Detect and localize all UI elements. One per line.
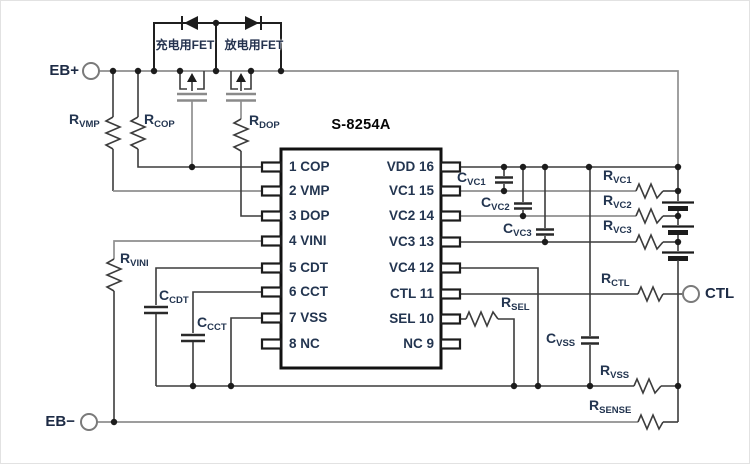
label-rdop: RDOP <box>249 112 280 131</box>
charge-fet-symbol <box>177 71 207 167</box>
charge-fet-label: 充电用FET <box>155 38 215 52</box>
battery-cell-1 <box>662 201 694 211</box>
pin-label-sel: SEL 10 <box>389 311 434 326</box>
pin-label-cop: 1 COP <box>289 159 330 174</box>
vc1-network <box>460 167 678 201</box>
ctl-terminal-icon <box>682 285 700 303</box>
capacitor-ccdt <box>144 267 262 386</box>
pin-label-vc4: VC4 12 <box>388 260 434 275</box>
sel-network <box>460 309 515 386</box>
eb-minus-label: EB− <box>45 413 75 430</box>
pin-label-vmp: 2 VMP <box>289 183 330 198</box>
pin-label-vss: 7 VSS <box>289 310 328 325</box>
eb-plus-rail-wire <box>99 70 679 167</box>
eb-minus-terminal-icon <box>80 413 98 431</box>
resistor-rvmp <box>103 71 262 192</box>
label-cvss: CVSS <box>546 330 576 349</box>
pin-label-vc2: VC2 14 <box>388 208 434 223</box>
capacitor-ccct <box>181 291 262 386</box>
battery-stack <box>662 167 694 422</box>
label-rvini: RVINI <box>120 250 149 269</box>
pin-label-nc8: 8 NC <box>289 336 320 351</box>
eb-plus-terminal-icon <box>82 62 100 80</box>
ic-package <box>260 147 462 370</box>
pin-label-ctl: CTL 11 <box>389 286 434 301</box>
label-rvss: RVSS <box>600 362 630 381</box>
label-rsense: RSENSE <box>589 397 632 416</box>
label-cvc2: CVC2 <box>481 194 510 213</box>
pin-label-vdd: VDD 16 <box>386 159 434 174</box>
resistor-rdop <box>231 118 262 217</box>
vc4-wire <box>460 267 539 386</box>
junction-dots <box>109 19 682 426</box>
pin-label-dop: 3 DOP <box>289 208 330 223</box>
pin-label-nc9: NC 9 <box>403 336 434 351</box>
vss-pin-wire <box>230 317 262 386</box>
eb-plus-label: EB+ <box>49 62 79 79</box>
pin-label-vc3: VC3 13 <box>388 234 434 249</box>
ctl-network <box>460 284 683 304</box>
discharge-fet-symbol <box>226 71 256 119</box>
battery-cell-2 <box>662 225 694 235</box>
label-rsel: RSEL <box>501 294 530 313</box>
pin-label-vini: 4 VINI <box>289 233 327 248</box>
charge-fet-diode-icon <box>181 16 198 30</box>
label-rcop: RCOP <box>144 111 175 130</box>
label-ccdt: CCDT <box>159 287 189 306</box>
label-rvmp: RVMP <box>69 111 100 130</box>
pin-label-vc1: VC1 15 <box>388 183 434 198</box>
ic-part-number: S-8254A <box>331 117 391 133</box>
label-rvc3: RVC3 <box>603 217 632 236</box>
discharge-fet-label: 放电用FET <box>224 38 284 52</box>
label-rctl: RCTL <box>601 270 630 289</box>
label-rvc1: RVC1 <box>603 167 632 186</box>
label-ccct: CCCT <box>197 314 227 333</box>
ctl-terminal-label: CTL <box>705 285 735 302</box>
pin-label-cct: 6 CCT <box>289 284 329 299</box>
battery-cell-3 <box>662 251 694 261</box>
pin-label-cdt: 5 CDT <box>289 260 329 275</box>
resistor-rcop <box>128 71 262 168</box>
resistor-rvini <box>104 240 262 422</box>
vss-rail <box>156 376 678 396</box>
label-cvc1: CVC1 <box>457 169 486 188</box>
eb-minus-line <box>97 412 678 432</box>
discharge-fet-diode-icon <box>245 16 262 30</box>
label-rvc2: RVC2 <box>603 192 632 211</box>
label-cvc3: CVC3 <box>503 220 532 239</box>
capacitor-cvss <box>581 167 599 386</box>
